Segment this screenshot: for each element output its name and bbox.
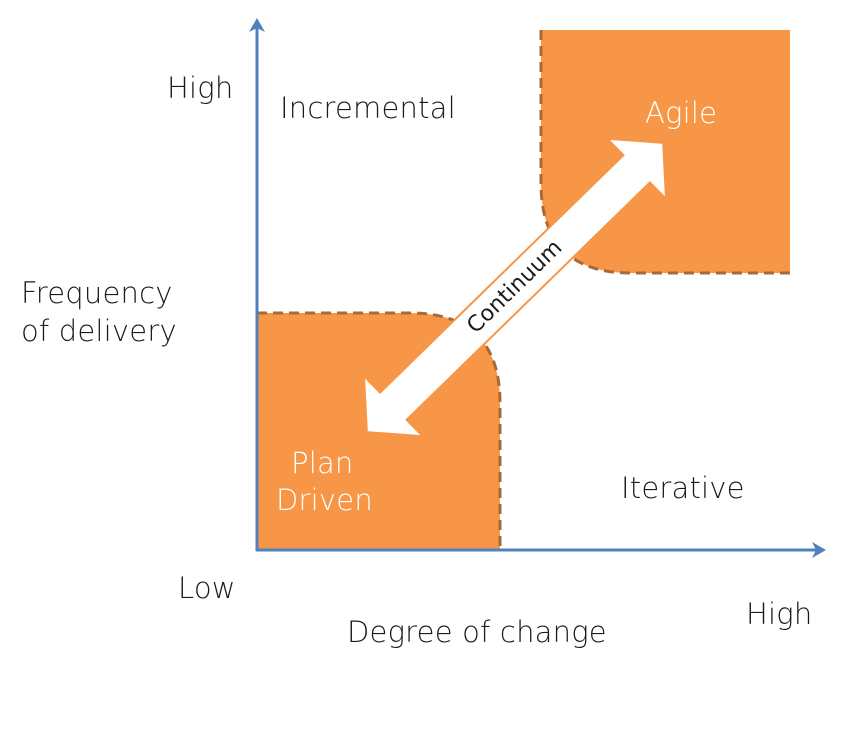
quadrant-iterative: Iterative xyxy=(621,471,745,505)
quadrant-incremental: Incremental xyxy=(280,91,456,125)
quadrant-plan-driven-line1: Plan xyxy=(291,446,354,480)
continuum-arrow xyxy=(362,137,668,438)
y-axis-title-line2: of delivery xyxy=(21,314,177,348)
x-axis-arrowhead-icon xyxy=(812,542,826,558)
x-axis-high-label: High xyxy=(746,597,813,631)
y-axis-arrowhead-icon xyxy=(249,18,265,32)
quadrant-agile: Agile xyxy=(645,96,718,130)
x-axis-title: Degree of change xyxy=(347,615,607,649)
y-axis-title-line1: Frequency xyxy=(21,276,173,310)
low-label: Low xyxy=(178,571,236,605)
quadrant-plan-driven-line2: Driven xyxy=(276,483,373,517)
y-axis-high-label: High xyxy=(167,71,234,105)
